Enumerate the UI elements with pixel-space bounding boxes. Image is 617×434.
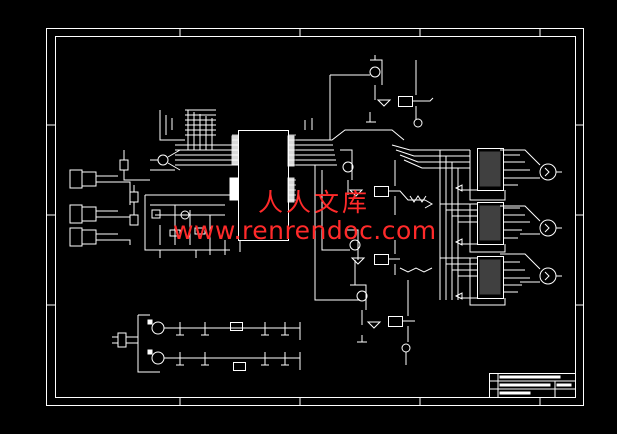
relay-bottom (355, 280, 415, 365)
outer-border (46, 28, 584, 406)
watermark-chinese: 人人文库 (258, 188, 371, 217)
watermark-url: www.renrendoc.com (173, 216, 437, 245)
inner-border (55, 36, 576, 398)
driver-bus-lines (439, 150, 478, 300)
driver-circuit (144, 194, 241, 258)
main-microcontroller (229, 130, 296, 241)
power-supply (112, 314, 301, 373)
relay-top (366, 55, 434, 128)
motor-driver-2 (460, 202, 562, 253)
relay-middle (340, 149, 434, 215)
border-ticks (46, 28, 583, 405)
relay-lower (345, 229, 433, 286)
title-block (489, 373, 576, 398)
signal-bus (296, 74, 470, 301)
motor-driver-3 (460, 253, 562, 306)
input-transistors (150, 109, 238, 171)
motor-driver-1 (460, 148, 562, 201)
left-connectors (69, 150, 150, 247)
